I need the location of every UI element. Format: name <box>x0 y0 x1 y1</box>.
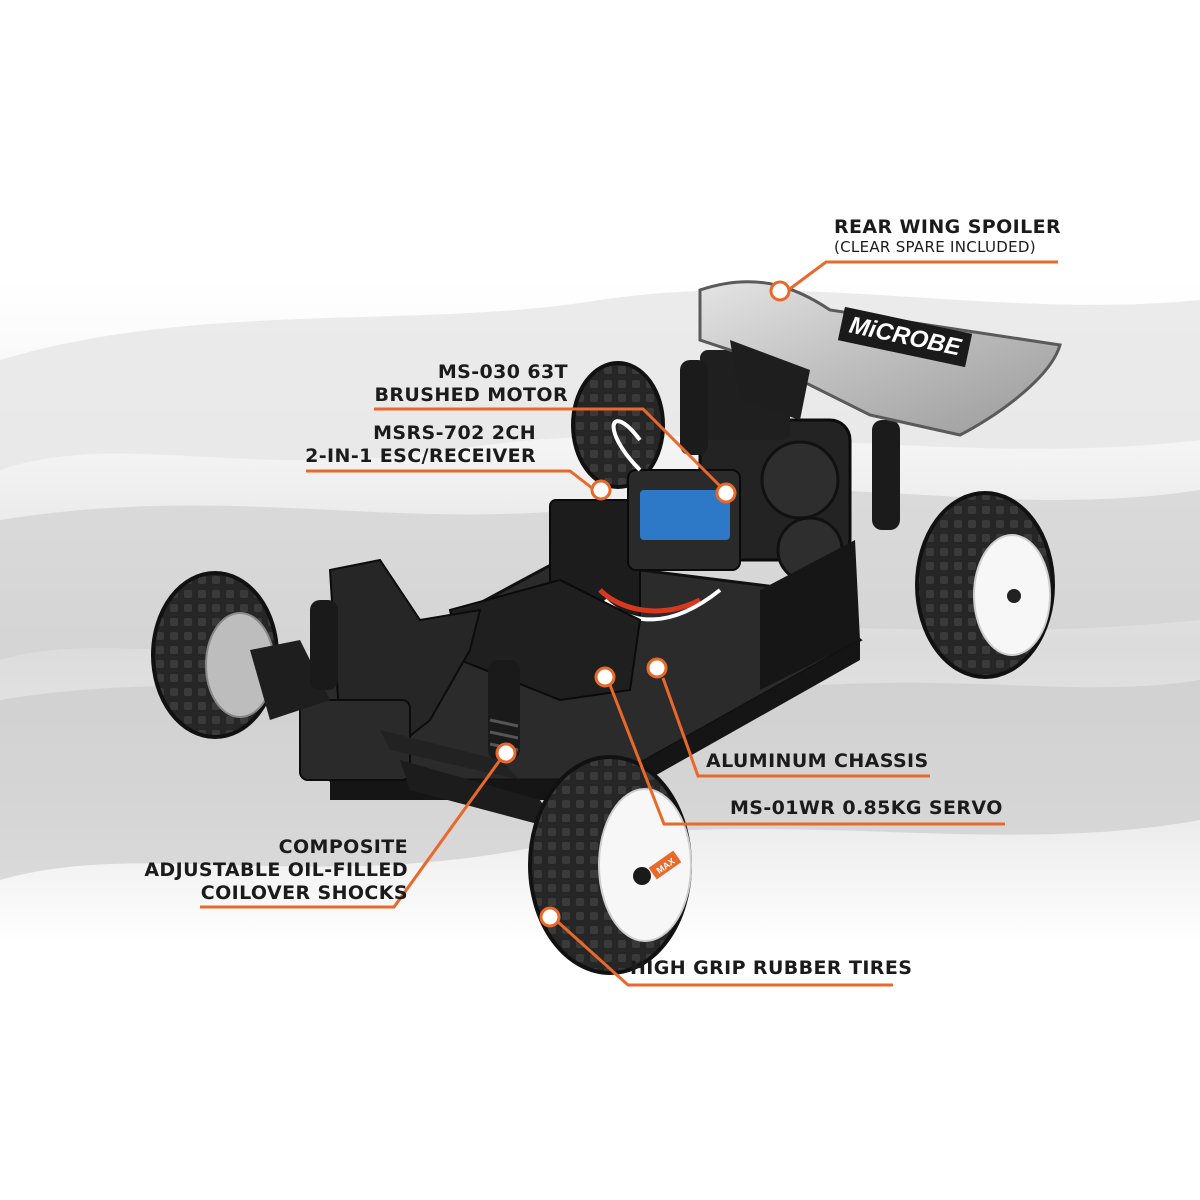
motor-marker <box>715 482 737 504</box>
rear-wing-leader <box>786 260 1058 293</box>
rear-wing-marker <box>769 280 791 302</box>
motor-callout: MS-030 63T BRUSHED MOTOR <box>375 361 569 407</box>
esc-type: 2-IN-1 ESC/RECEIVER <box>305 445 536 467</box>
shocks-line-3: COILOVER SHOCKS <box>200 882 408 904</box>
shocks-line-2: ADJUSTABLE OIL-FILLED <box>144 859 408 881</box>
rear-left-wheel <box>571 361 665 489</box>
front-right-wheel: MAX <box>528 755 692 975</box>
shocks-line-1: COMPOSITE <box>278 836 408 858</box>
chassis-leader <box>661 677 930 778</box>
esc-model: MSRS-702 2CH <box>373 422 536 444</box>
esc-callout: MSRS-702 2CH 2-IN-1 ESC/RECEIVER <box>305 422 536 468</box>
tires-title: HIGH GRIP RUBBER TIRES <box>630 957 913 979</box>
callout-leaders <box>200 260 1058 987</box>
motor-type: BRUSHED MOTOR <box>374 384 568 406</box>
front-left-wheel <box>151 571 279 739</box>
servo-title: MS-01WR 0.85KG SERVO <box>730 797 1003 819</box>
servo-marker <box>594 666 616 688</box>
servo-leader <box>608 684 1005 826</box>
front-coilover-shock <box>310 600 520 760</box>
servo-callout: MS-01WR 0.85KG SERVO <box>730 797 1003 820</box>
rear-wing-callout: REAR WING SPOILER (CLEAR SPARE INCLUDED) <box>834 216 1061 256</box>
rear-wing-subtitle: (CLEAR SPARE INCLUDED) <box>834 238 1036 256</box>
rear-wing-title: REAR WING SPOILER <box>834 216 1062 238</box>
chassis-title: ALUMINUM CHASSIS <box>706 750 929 772</box>
chassis-marker <box>646 657 668 679</box>
tires-marker <box>539 906 561 928</box>
shocks-callout: COMPOSITE ADJUSTABLE OIL-FILLED COILOVER… <box>144 836 408 905</box>
rear-right-wheel <box>915 491 1055 679</box>
esc-leader <box>306 469 593 490</box>
chassis-callout: ALUMINUM CHASSIS <box>706 750 929 773</box>
tires-callout: HIGH GRIP RUBBER TIRES <box>630 957 912 980</box>
tires-leader <box>556 920 893 987</box>
battery-strap <box>760 540 860 690</box>
rear-shock <box>680 360 900 530</box>
shocks-marker <box>495 742 517 764</box>
rear-wing-spoiler: MiCROBE <box>698 280 1062 437</box>
shocks-leader <box>200 759 502 909</box>
motor-model: MS-030 63T <box>437 361 568 383</box>
front-suspension-arms <box>380 730 560 830</box>
motor-leader <box>374 407 724 490</box>
esc-marker <box>590 479 612 501</box>
rc-buggy: MiCROBE <box>151 280 1062 975</box>
